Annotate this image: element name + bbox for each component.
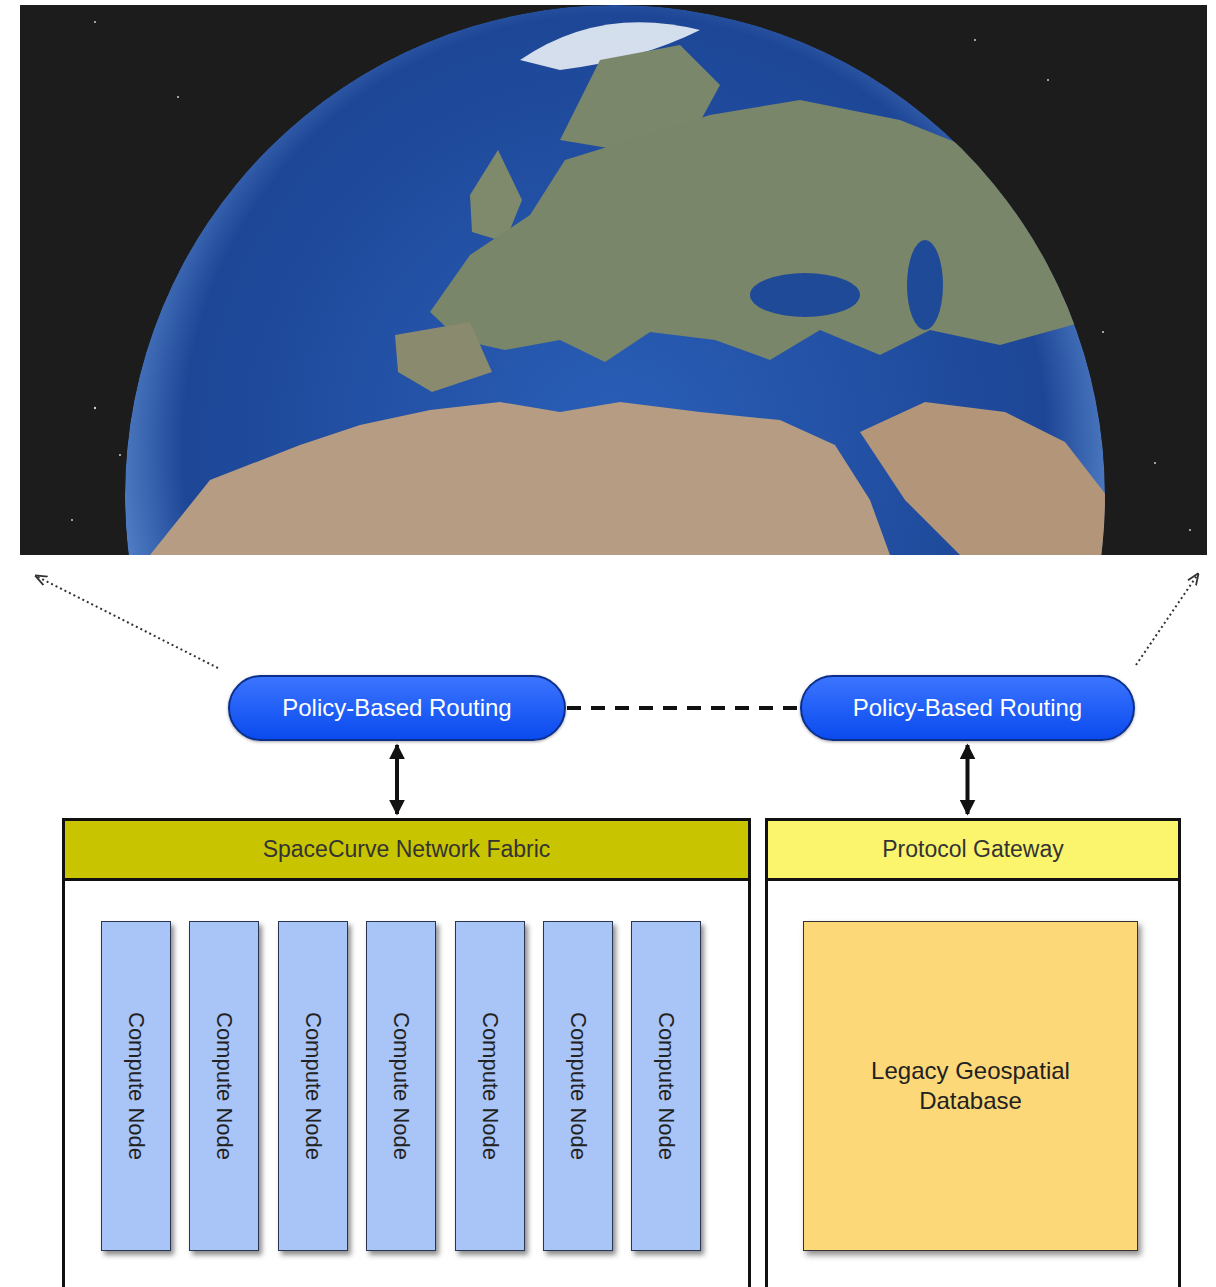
compute-node: Compute Node <box>366 921 436 1251</box>
database-box: Legacy Geospatial Database <box>803 921 1138 1251</box>
routing-pill: Policy-Based Routing <box>800 675 1135 741</box>
gateway-container: Protocol GatewayLegacy Geospatial Databa… <box>765 818 1181 1287</box>
container-heading: SpaceCurve Network Fabric <box>65 821 748 881</box>
node-label: Compute Node <box>565 1012 591 1160</box>
black-sea <box>750 273 860 317</box>
fabric-container: SpaceCurve Network FabricCompute Node Com… <box>62 818 751 1287</box>
compute-node: Compute Node <box>189 921 259 1251</box>
land-africa <box>150 402 890 555</box>
compute-node: Compute Node <box>455 921 525 1251</box>
dashed-link <box>567 706 799 710</box>
routing-pill: Policy-Based Routing <box>228 675 566 741</box>
node-label: Legacy Geospatial Database <box>841 1056 1101 1116</box>
bidirectional-arrow <box>395 745 399 814</box>
node-label: Compute Node <box>653 1012 679 1160</box>
compute-node: Compute Node <box>101 921 171 1251</box>
leader-arrow <box>1136 574 1198 665</box>
bidirectional-arrow <box>966 745 970 814</box>
node-label: Compute Node <box>300 1012 326 1160</box>
node-label: Compute Node <box>477 1012 503 1160</box>
node-label: Policy-Based Routing <box>835 694 1100 722</box>
caspian-sea <box>907 240 943 330</box>
space-background <box>20 5 1207 555</box>
compute-node: Compute Node <box>278 921 348 1251</box>
land-iberia <box>395 322 492 392</box>
compute-node: Compute Node <box>543 921 613 1251</box>
land-arabia <box>860 402 1110 555</box>
container-heading: Protocol Gateway <box>768 821 1178 881</box>
leader-arrow <box>36 576 218 668</box>
node-label: Compute Node <box>211 1012 237 1160</box>
node-label: Compute Node <box>123 1012 149 1160</box>
land-europe <box>430 100 1090 362</box>
globe <box>125 5 1110 555</box>
node-label: Policy-Based Routing <box>264 694 529 722</box>
node-label: Compute Node <box>388 1012 414 1160</box>
compute-node: Compute Node <box>631 921 701 1251</box>
